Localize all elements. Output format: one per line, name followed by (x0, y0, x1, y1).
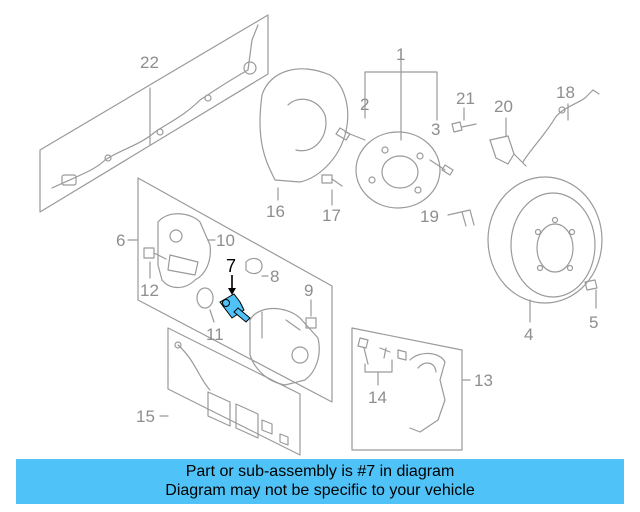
bolt-21 (451, 107, 477, 133)
brake-rotor (487, 176, 603, 323)
bolt-5 (584, 279, 598, 309)
pad-panel (159, 327, 301, 456)
callout-13: 13 (474, 371, 493, 390)
callout-8: 8 (270, 267, 279, 286)
info-banner: Part or sub-assembly is #7 in diagram Di… (16, 459, 624, 504)
callout-10: 10 (216, 231, 235, 250)
callout-4: 4 (524, 325, 533, 344)
caliper-panel (127, 177, 333, 403)
bracket-19 (447, 209, 475, 227)
callout-19: 19 (420, 207, 439, 226)
banner-line-disclaimer: Diagram may not be specific to your vehi… (165, 482, 475, 499)
callout-15: 15 (136, 407, 155, 426)
callout-22: 22 (140, 53, 159, 72)
bolt-17 (321, 174, 343, 206)
sensor-20 (489, 117, 527, 167)
dust-shield (259, 68, 349, 201)
banner-line-part-reference: Part or sub-assembly is #7 in diagram (185, 463, 455, 480)
bleeder-screw-part-7[interactable] (219, 275, 251, 323)
callout-17: 17 (322, 206, 341, 225)
brake-hose-18 (522, 89, 600, 163)
hub-assembly (335, 57, 454, 209)
callout-2: 2 (360, 95, 369, 114)
callout-6: 6 (116, 231, 125, 250)
callout-9: 9 (304, 281, 313, 300)
hardware-panel (351, 327, 471, 451)
callout-12: 12 (140, 281, 159, 300)
abs-sensor-wire-panel (39, 14, 269, 213)
callout-3: 3 (431, 120, 440, 139)
callout-1: 1 (396, 45, 405, 64)
callout-21: 21 (456, 89, 475, 108)
callout-14: 14 (368, 388, 387, 407)
callout-16: 16 (266, 202, 285, 221)
callout-7-highlighted[interactable]: 7 (226, 256, 236, 276)
callout-20: 20 (494, 97, 513, 116)
callout-5: 5 (589, 313, 598, 332)
callout-18: 18 (556, 83, 575, 102)
callout-11: 11 (206, 325, 224, 344)
